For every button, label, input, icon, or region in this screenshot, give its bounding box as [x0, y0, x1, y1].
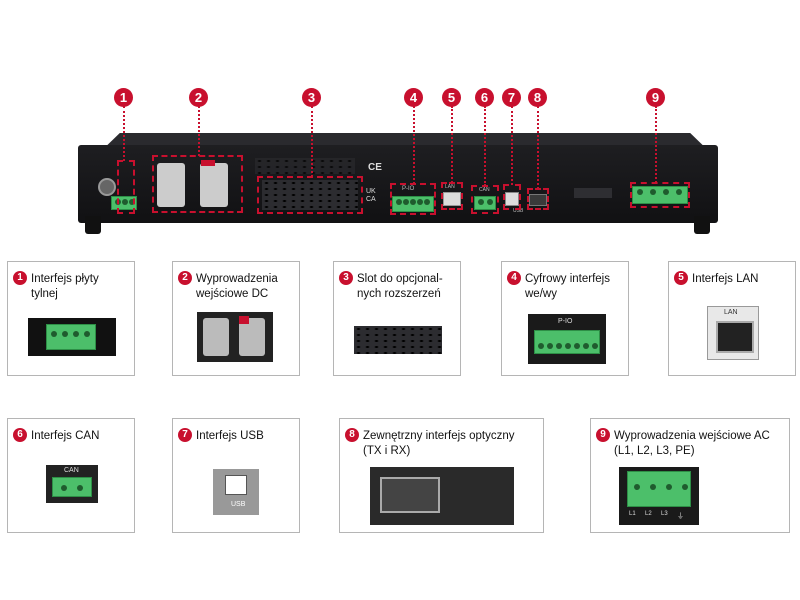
leader-3	[311, 106, 313, 177]
card-label: Interfejs USB	[196, 430, 264, 442]
card-can-label: CAN	[64, 467, 79, 474]
leader-4	[413, 106, 415, 184]
dc-output-negative	[200, 163, 228, 207]
callout-badge-6: 6	[475, 88, 494, 107]
card-pio-label: P-IO	[558, 318, 573, 325]
device-pio-label: P-IO	[402, 186, 415, 192]
leader-5	[451, 106, 453, 183]
device-can-label: CAN	[479, 187, 490, 193]
callout-badge-9: 9	[646, 88, 665, 107]
card-backplane-interface: 1 Interfejs płyty tylnej	[7, 261, 135, 376]
expansion-slot-cover	[262, 180, 358, 210]
card-image-usb: USB	[213, 469, 259, 515]
device-foot-right	[694, 216, 710, 234]
ground-icon: ⏚	[677, 513, 684, 520]
can-terminal	[474, 196, 496, 210]
callout-badge-3: 3	[302, 88, 321, 107]
card-label: Wyprowadzenia wejściowe AC (L1, L2, L3, …	[614, 430, 770, 457]
card-label: Interfejs LAN	[692, 273, 759, 285]
callout-box-6	[471, 185, 499, 214]
callout-box-3	[257, 176, 363, 214]
leader-9	[655, 106, 657, 183]
card-label: Wyprowadzenia wejściowe DC	[196, 273, 278, 300]
usb-port	[505, 192, 519, 206]
callout-badge-2: 2	[189, 88, 208, 107]
callout-box-1	[117, 160, 135, 214]
card-usb-label: USB	[231, 501, 246, 508]
card-badge: 8	[345, 428, 359, 442]
card-expansion-slot: 3 Slot do opcjonal- nych rozszerzeń	[333, 261, 461, 376]
card-badge: 9	[596, 428, 610, 442]
callout-box-7	[503, 184, 521, 210]
card-digital-io: 4 Cyfrowy interfejs we/wy P-IO	[501, 261, 629, 376]
lan-port	[443, 192, 461, 206]
callout-badge-4: 4	[404, 88, 423, 107]
leader-7	[511, 106, 513, 185]
aux-ports	[574, 188, 612, 198]
ac-label-l3: L3	[661, 511, 668, 517]
leader-1	[123, 106, 125, 161]
vent-grille	[255, 158, 355, 174]
card-image-dc-outputs	[197, 312, 273, 362]
card-ac-inputs: 9 Wyprowadzenia wejściowe AC (L1, L2, L3…	[590, 418, 790, 533]
card-image-can: CAN	[46, 465, 98, 503]
leader-6	[484, 106, 486, 186]
callout-badge-1: 1	[114, 88, 133, 107]
device-foot-left	[85, 216, 101, 234]
optical-port	[529, 194, 547, 206]
card-image-ac-inputs: L1 L2 L3 ⏚	[619, 467, 699, 525]
leader-8	[537, 106, 539, 189]
card-label: Cyfrowy interfejs we/wy	[525, 273, 610, 300]
ground-screw-icon	[98, 178, 116, 196]
card-optical-interface: 8 Zewnętrzny interfejs optyczny (TX i RX…	[339, 418, 544, 533]
card-badge: 4	[507, 271, 521, 285]
card-label: Interfejs płyty tylnej	[31, 273, 99, 300]
card-image-lan-port: LAN	[707, 306, 759, 360]
card-image-backplane	[28, 318, 116, 356]
dc-output-red-mark	[201, 160, 215, 166]
usb-b-port-icon	[225, 475, 247, 495]
card-badge: 5	[674, 271, 688, 285]
callout-box-8	[527, 188, 549, 210]
callout-box-2	[152, 155, 243, 213]
card-badge: 3	[339, 271, 353, 285]
callout-badge-8: 8	[528, 88, 547, 107]
leader-2	[198, 106, 200, 156]
ac-label-l1: L1	[629, 511, 636, 517]
ukca-mark: UK CA	[366, 188, 376, 203]
card-badge: 7	[178, 428, 192, 442]
digital-io-terminal	[392, 196, 434, 212]
card-lan-label: LAN	[724, 309, 738, 316]
ac-label-l2: L2	[645, 511, 652, 517]
card-badge: 6	[13, 428, 27, 442]
card-label: Slot do opcjonal- nych rozszerzeń	[357, 273, 443, 300]
card-image-digital-io: P-IO	[528, 314, 606, 364]
callout-box-9	[630, 182, 690, 208]
device-lan-label: LAN	[445, 184, 455, 190]
card-badge: 1	[13, 271, 27, 285]
card-badge: 2	[178, 271, 192, 285]
card-usb-interface: 7 Interfejs USB USB	[172, 418, 300, 533]
callout-badge-7: 7	[502, 88, 521, 107]
card-image-optical	[370, 467, 514, 525]
card-lan-interface: 5 Interfejs LAN LAN	[668, 261, 796, 376]
dc-output-positive	[157, 163, 185, 207]
device-usb-label: USB	[513, 208, 524, 214]
ac-input-terminal	[632, 186, 688, 204]
card-dc-outputs: 2 Wyprowadzenia wejściowe DC	[172, 261, 300, 376]
card-can-interface: 6 Interfejs CAN CAN	[7, 418, 135, 533]
card-label: Interfejs CAN	[31, 430, 100, 442]
card-image-expansion-slot	[354, 326, 442, 354]
card-label: Zewnętrzny interfejs optyczny (TX i RX)	[363, 430, 515, 457]
ce-mark: CE	[368, 162, 382, 173]
callout-box-4	[390, 183, 436, 215]
callout-box-5	[441, 182, 463, 210]
callout-badge-5: 5	[442, 88, 461, 107]
